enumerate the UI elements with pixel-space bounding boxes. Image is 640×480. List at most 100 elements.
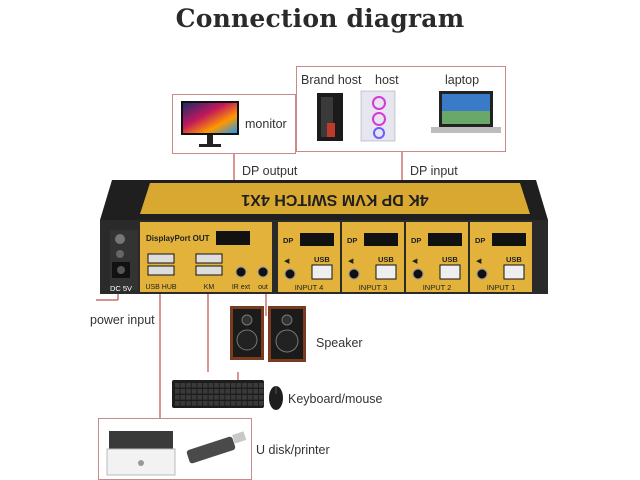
key <box>259 389 264 394</box>
udisk-printer-label: U disk/printer <box>256 443 330 457</box>
usb-hub-label: USB HUB <box>145 284 176 291</box>
printer-icon <box>106 431 176 476</box>
key <box>242 383 247 388</box>
displayport-out-label: DisplayPort OUT <box>146 234 210 243</box>
key <box>214 383 219 388</box>
key <box>175 383 180 388</box>
key <box>236 383 242 388</box>
audio-in-port-icon <box>348 268 360 280</box>
dp-input-label: DP input <box>410 164 458 178</box>
key <box>259 395 264 400</box>
key <box>219 401 225 406</box>
speaker-small-icon: ◀ <box>476 257 482 265</box>
key <box>208 395 214 400</box>
key <box>225 383 230 388</box>
input-dp-label: DP <box>411 236 421 245</box>
udisk-printer-box <box>98 418 252 480</box>
page-title: Connection diagram <box>175 4 465 33</box>
key <box>231 401 236 406</box>
hosts-box: Brand host host laptop <box>296 66 506 152</box>
input-usb-label: USB <box>314 255 330 264</box>
input-usb-label: USB <box>442 255 458 264</box>
dc-label: DC 5V <box>110 284 132 293</box>
key <box>208 401 214 406</box>
key <box>191 395 197 400</box>
key <box>259 401 264 406</box>
usb-b-port-icon <box>375 264 397 280</box>
speaker-small-icon: ◀ <box>284 257 290 265</box>
laptop-icon <box>431 91 501 133</box>
key <box>231 383 236 388</box>
usb-b-port-icon <box>503 264 525 280</box>
key <box>214 401 219 406</box>
key <box>180 383 186 388</box>
audio-out-label: out <box>258 284 268 291</box>
key <box>242 401 247 406</box>
monitor-icon <box>181 101 239 147</box>
key <box>225 395 230 400</box>
key <box>197 401 202 406</box>
key <box>186 389 191 394</box>
key <box>175 395 180 400</box>
key <box>203 401 208 406</box>
key <box>214 389 219 394</box>
key <box>247 383 253 388</box>
key <box>214 395 219 400</box>
key <box>203 383 208 388</box>
key <box>180 401 186 406</box>
key <box>236 395 242 400</box>
audio-in-port-icon <box>476 268 488 280</box>
input-dp-label: DP <box>475 236 485 245</box>
key <box>253 383 258 388</box>
dp-input-port-icon <box>428 233 462 246</box>
laptop-label: laptop <box>445 73 480 87</box>
key <box>191 401 197 406</box>
key <box>191 383 197 388</box>
key <box>247 401 253 406</box>
key <box>259 383 264 388</box>
key <box>225 389 230 394</box>
usb-b-port-icon <box>439 264 461 280</box>
input-dp-label: DP <box>347 236 357 245</box>
key <box>186 401 191 406</box>
key <box>191 389 197 394</box>
key <box>180 395 186 400</box>
key <box>197 395 202 400</box>
key <box>208 389 214 394</box>
key <box>253 401 258 406</box>
key <box>175 401 180 406</box>
dp-input-port-icon <box>364 233 398 246</box>
key <box>197 389 202 394</box>
power-input-label: power input <box>90 313 155 327</box>
key <box>180 389 186 394</box>
key <box>231 395 236 400</box>
key <box>242 395 247 400</box>
host-label: host <box>375 73 399 87</box>
host-icon <box>360 90 396 142</box>
keyboard-mouse-label: Keyboard/mouse <box>288 392 383 406</box>
input-label: INPUT 4 <box>295 283 324 292</box>
input-label: INPUT 2 <box>423 283 452 292</box>
input-usb-label: USB <box>506 255 522 264</box>
speaker-label: Speaker <box>316 336 363 350</box>
input-usb-label: USB <box>378 255 394 264</box>
key <box>253 389 258 394</box>
key <box>208 383 214 388</box>
input-dp-label: DP <box>283 236 293 245</box>
key <box>231 389 236 394</box>
key <box>186 383 191 388</box>
key <box>247 389 253 394</box>
key <box>236 401 242 406</box>
speaker-small-icon: ◀ <box>412 257 418 265</box>
dp-input-port-icon <box>492 233 526 246</box>
ir-ext-label: IR ext <box>232 284 250 291</box>
monitor-box: monitor <box>172 94 296 154</box>
key <box>203 395 208 400</box>
power-button-icon <box>115 234 125 244</box>
dp-input-port-icon <box>300 233 334 246</box>
key <box>219 395 225 400</box>
usb-b-port-icon <box>311 264 333 280</box>
